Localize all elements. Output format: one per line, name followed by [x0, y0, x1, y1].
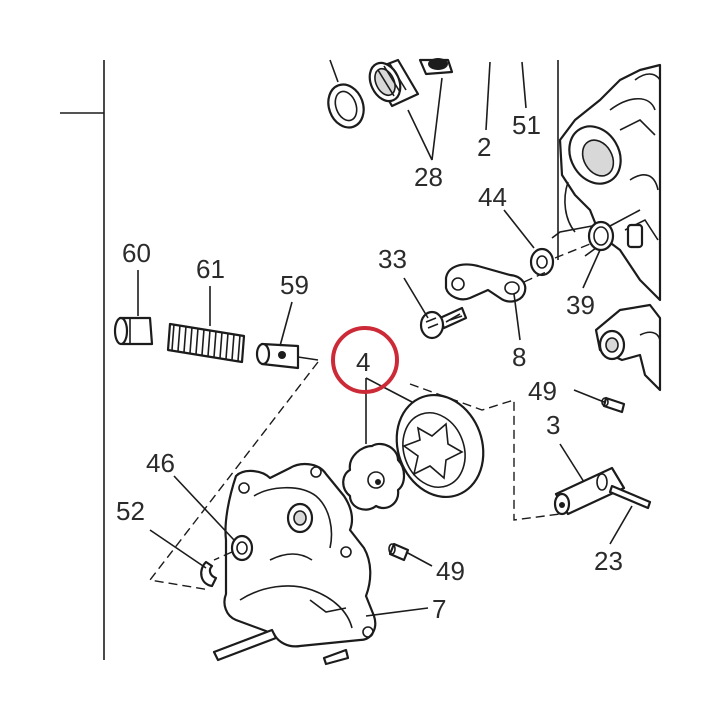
part-7-pump-cover [223, 462, 377, 648]
callout-59: 59 [280, 270, 309, 300]
part-46-washer [230, 534, 254, 562]
callout-28: 28 [414, 162, 443, 192]
callout-2: 2 [477, 132, 491, 162]
callout-7: 7 [432, 594, 446, 624]
part-59-plunger [255, 342, 319, 370]
callout-39: 39 [566, 290, 595, 320]
callout-4: 4 [356, 347, 370, 377]
highlight-circle [331, 326, 399, 394]
part-49-pin-lower [388, 542, 410, 562]
shift-lever [594, 303, 662, 392]
leader-lines [137, 61, 633, 617]
part-28-bearing-2 [418, 58, 454, 76]
part-33-screw [419, 306, 468, 340]
part-61-spring [166, 322, 246, 364]
part-44-washer [529, 247, 555, 277]
callout-60: 60 [122, 238, 151, 268]
callout-49-lower: 49 [436, 556, 465, 586]
callout-46: 46 [146, 448, 175, 478]
callout-49-upper: 49 [528, 376, 557, 406]
callout-52: 52 [116, 496, 145, 526]
outer-rotor [395, 393, 485, 499]
part-4-inner-rotor [342, 442, 406, 511]
page-frame [60, 60, 559, 660]
bottom-bolts [212, 628, 350, 666]
gear-housing [558, 63, 662, 302]
part-23-pin [608, 484, 652, 510]
callout-51: 51 [512, 110, 541, 140]
spring-coils [171, 323, 241, 362]
part-28-needle-bearing [368, 58, 420, 108]
part-60-cap [113, 316, 154, 346]
callout-23: 23 [594, 546, 623, 576]
callout-61: 61 [196, 254, 225, 284]
part-3-shaft [553, 466, 626, 516]
part-49-pin-upper [601, 396, 626, 414]
part-28-washer [327, 83, 365, 129]
callout-3: 3 [546, 410, 560, 440]
callout-44: 44 [478, 182, 507, 212]
part-8-arm [444, 263, 527, 303]
part-39-spring [551, 209, 641, 257]
callout-8: 8 [512, 342, 526, 372]
callout-33: 33 [378, 244, 407, 274]
